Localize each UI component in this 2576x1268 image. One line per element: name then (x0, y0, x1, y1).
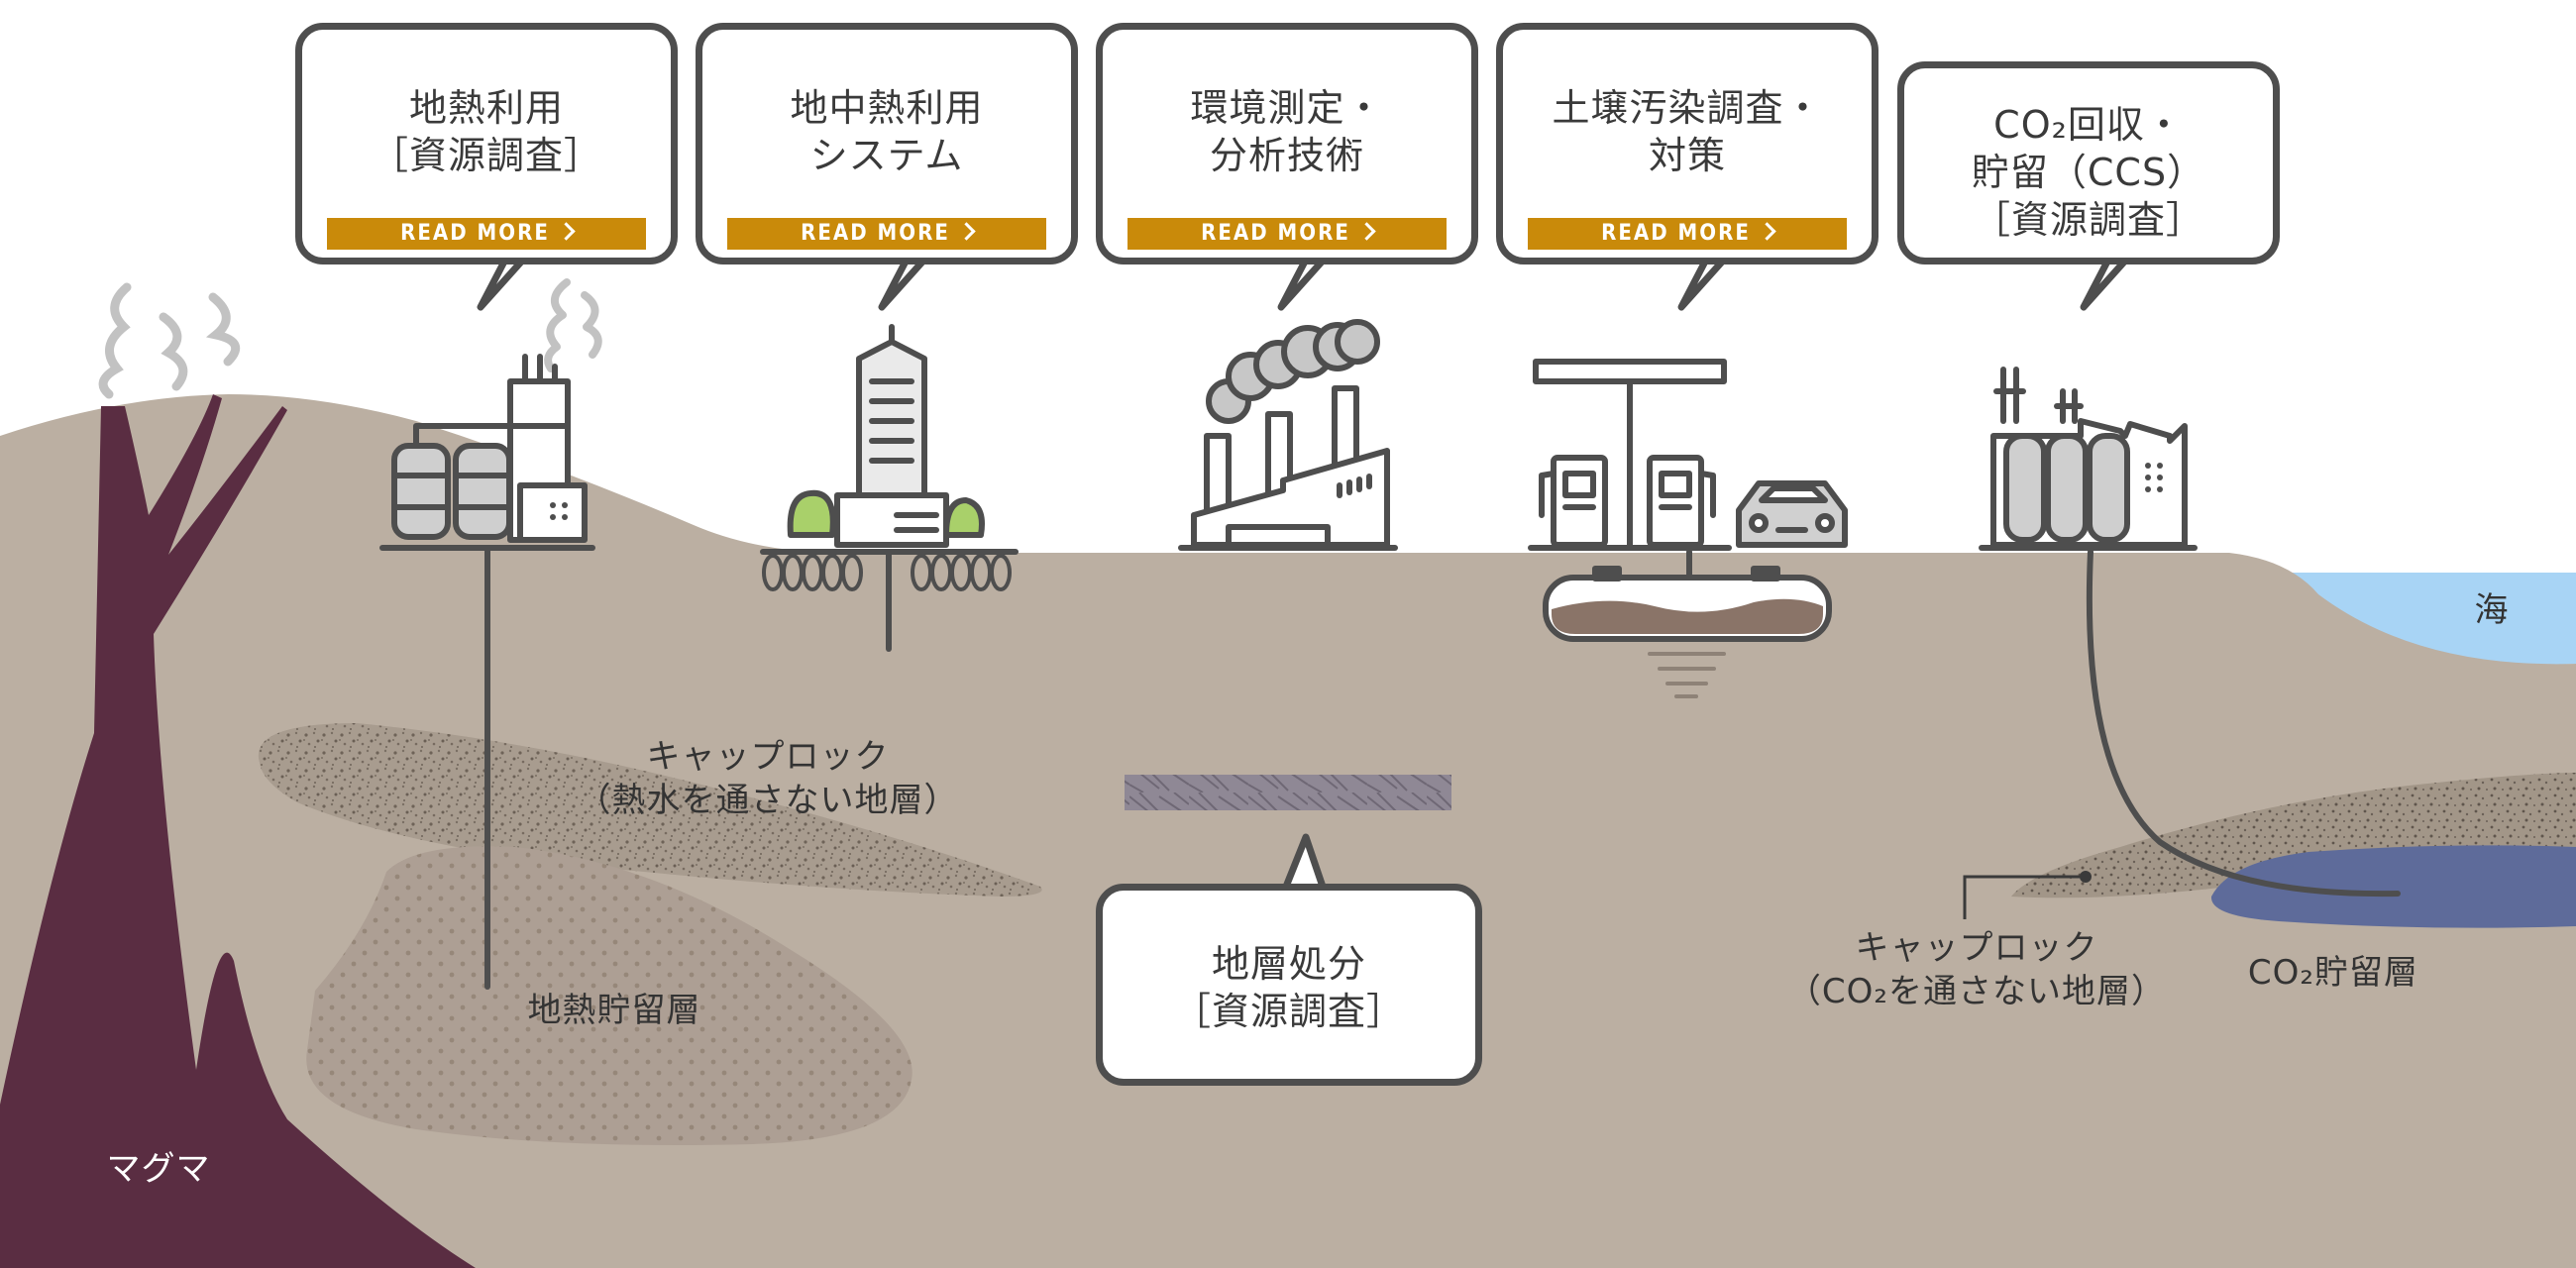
geothermal-plant-icon (379, 278, 602, 990)
disposal-layer (1125, 775, 1451, 810)
volcano-smoke (98, 282, 241, 399)
read-more-environment-button[interactable]: READ MORE (1127, 218, 1447, 250)
caprock-co2-label: キャップロック （CO₂を通さない地層） (1786, 928, 2167, 1011)
chevron-right-icon (957, 222, 976, 241)
chevron-right-icon (557, 222, 576, 241)
callout-disposal: 地層処分 ［資源調査］ (1096, 884, 1482, 1086)
geothermal-reservoir (306, 846, 912, 1145)
caprock-co2 (2011, 773, 2576, 898)
caprock-water-label: キャップロック （熱水を通さない地層） (577, 737, 959, 820)
co2-reservoir-label: CO₂貯留層 (2247, 953, 2419, 993)
soil-seepage-marks (1648, 652, 1726, 698)
geothermal-reservoir-label: 地熱貯留層 (527, 991, 701, 1030)
callout-ground-heat-title: 地中熱利用 システム (790, 86, 984, 177)
callout-ccs: CO₂回収・ 貯留（CCS） ［資源調査］ (1897, 61, 2280, 264)
callout-soil: 土壌汚染調査・ 対策 READ MORE (1496, 23, 1878, 264)
read-more-ground-heat-button[interactable]: READ MORE (727, 218, 1046, 250)
caprock-geothermal (258, 723, 1042, 897)
sea-label: 海 (2474, 590, 2510, 630)
callout-disposal-title: 地層処分 ［資源調査］ (1172, 942, 1405, 1033)
gas-station-icon (1528, 359, 1848, 642)
chevron-right-icon (1758, 222, 1776, 241)
sea-area (2249, 573, 2576, 666)
co2-reservoir (2210, 845, 2576, 928)
caprock-leader-dot (2080, 871, 2092, 883)
magma-intrusion (0, 394, 476, 1268)
read-more-soil-button[interactable]: READ MORE (1528, 218, 1847, 250)
callout-ground-heat: 地中熱利用 システム READ MORE (696, 23, 1078, 264)
ground-heat-building-icon (760, 324, 1019, 652)
read-more-geothermal-button[interactable]: READ MORE (327, 218, 646, 250)
callout-geothermal-title: 地熱利用 ［資源調査］ (370, 86, 602, 177)
ccs-plant-icon (1979, 367, 2401, 898)
callout-ccs-title: CO₂回収・ 貯留（CCS） ［資源調査］ (1971, 103, 2206, 242)
magma-label: マグマ (106, 1149, 211, 1189)
callout-soil-title: 土壌汚染調査・ 対策 (1552, 86, 1823, 177)
factory-icon (1178, 319, 1398, 551)
caprock-leader (1963, 875, 2086, 919)
chevron-right-icon (1357, 222, 1376, 241)
callout-geothermal: 地熱利用 ［資源調査］ READ MORE (295, 23, 678, 264)
callout-environment-title: 環境測定・ 分析技術 (1190, 86, 1384, 177)
callout-pointers (477, 257, 2129, 889)
callout-environment: 環境測定・ 分析技術 READ MORE (1096, 23, 1478, 264)
